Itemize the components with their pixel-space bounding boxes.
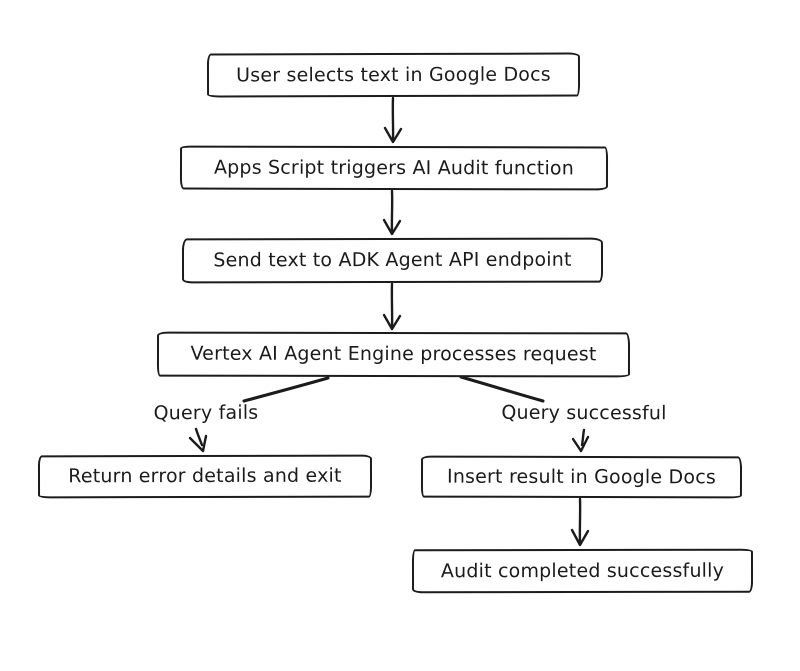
arrow-querysuccess-to-insert	[571, 428, 590, 453]
node-label: Return error details and exit	[68, 464, 342, 488]
node-vertex-processes: Vertex AI Agent Engine processes request	[156, 331, 631, 378]
edge-label-query-successful: Query successful	[498, 402, 670, 425]
edge-label-text: Query fails	[153, 401, 259, 425]
node-insert-result: Insert result in Google Docs	[420, 455, 743, 499]
node-send-to-adk: Send text to ADK Agent API endpoint	[181, 237, 604, 284]
arrow-user-to-appsscript	[383, 96, 403, 144]
branch-line-query-successful	[459, 375, 545, 403]
node-label: Apps Script triggers AI Audit function	[213, 156, 575, 179]
node-return-error: Return error details and exit	[37, 454, 373, 499]
edge-label-text: Query successful	[501, 401, 667, 425]
edge-label-query-fails: Query fails	[150, 402, 262, 425]
arrow-queryfails-to-error	[188, 427, 208, 453]
node-label: Audit completed successfully	[440, 559, 725, 582]
node-audit-completed: Audit completed successfully	[411, 548, 754, 594]
arrow-insert-to-completed	[570, 497, 590, 547]
node-apps-script-trigger: Apps Script triggers AI Audit function	[179, 145, 609, 191]
node-label: Send text to ADK Agent API endpoint	[213, 248, 572, 272]
node-user-selects-text: User selects text in Google Docs	[206, 52, 581, 98]
arrow-appsscript-to-adk	[382, 189, 402, 236]
node-label: User selects text in Google Docs	[236, 63, 551, 86]
arrow-adk-to-vertex	[382, 282, 402, 331]
branch-line-query-fails	[242, 376, 330, 403]
node-label: Vertex AI Agent Engine processes request	[190, 342, 597, 366]
node-label: Insert result in Google Docs	[447, 465, 716, 488]
